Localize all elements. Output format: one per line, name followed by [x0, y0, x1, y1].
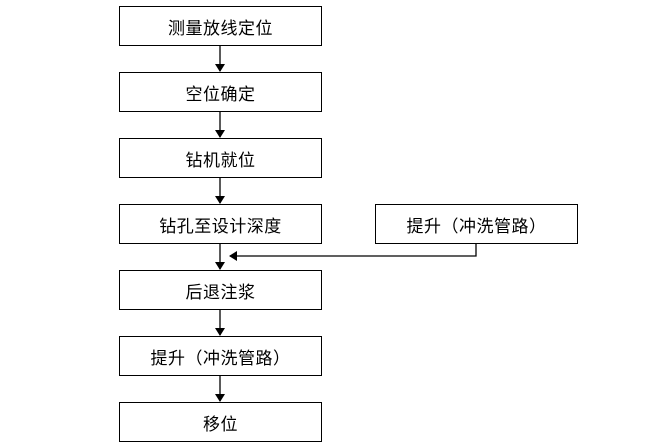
step-relocate: 移位 [119, 402, 322, 442]
step-retreat-grouting: 后退注浆 [119, 270, 322, 310]
step-hole-position: 空位确定 [119, 72, 322, 112]
step-rig-in-place: 钻机就位 [119, 138, 322, 178]
connector-side-step-to-main [229, 244, 477, 261]
step-survey-setout: 测量放线定位 [119, 6, 322, 46]
step-lift-flush: 提升（冲洗管路） [119, 336, 322, 376]
side-step-lift-flush: 提升（冲洗管路） [375, 204, 578, 244]
step-drill-to-depth: 钻孔至设计深度 [119, 204, 322, 244]
